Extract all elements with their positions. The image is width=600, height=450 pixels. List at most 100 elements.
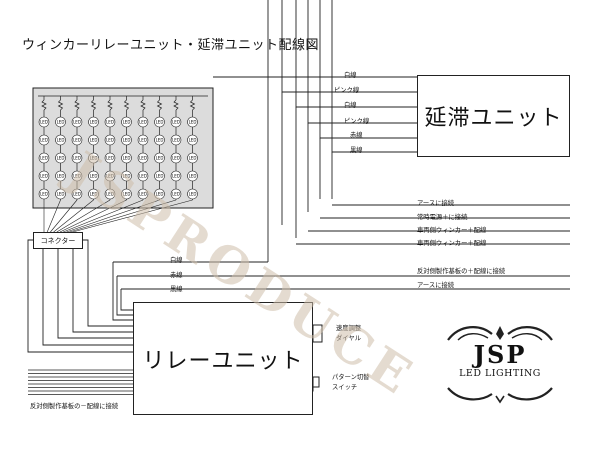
- connector-fan-wire: [56, 199, 111, 233]
- relay-right-label-plus: 反対側製作基板の＋配線に接続: [417, 268, 506, 275]
- led-icon: [137, 170, 149, 182]
- speed-dial-shape: [312, 324, 323, 343]
- led-label: LED: [123, 174, 131, 179]
- led-label: LED: [156, 174, 164, 179]
- delay-wire-label-5: 赤線: [350, 132, 363, 139]
- led-label: LED: [123, 120, 131, 125]
- connector-to-relay-1: [27, 239, 133, 353]
- led-icon: [121, 170, 132, 182]
- led-icon: [38, 170, 50, 182]
- led-label: LED: [90, 174, 98, 179]
- led-icon: [104, 134, 116, 146]
- connector-fan-wire: [63, 199, 144, 233]
- led-label: LED: [90, 120, 98, 125]
- led-label: LED: [156, 120, 164, 125]
- logo-name: JSP: [473, 340, 527, 369]
- led-icon: [71, 116, 83, 128]
- led-label: LED: [73, 156, 81, 161]
- led-icon: [187, 152, 198, 164]
- led-icon: [88, 134, 99, 146]
- led-icon: [88, 188, 99, 200]
- led-icon: [170, 170, 182, 182]
- led-label: LED: [40, 174, 48, 179]
- relay-wire-label-black: 黒線: [170, 286, 183, 293]
- connector-to-relay-2: [42, 249, 133, 346]
- led-label: LED: [172, 138, 180, 143]
- delay-wire-label-2: ピンク線: [334, 87, 360, 94]
- delay-unit-label: 延滞ユニット: [424, 106, 563, 131]
- led-label: LED: [106, 192, 114, 197]
- led-icon: [38, 152, 50, 164]
- led-label: LED: [172, 120, 180, 125]
- connector-fan-wire: [72, 199, 193, 233]
- right-label-winker-2: 車両側ウィンカー＋配線: [417, 240, 487, 247]
- led-icon: [55, 170, 66, 182]
- led-board: [32, 87, 214, 209]
- relay-unit-box: リレーユニット: [133, 302, 313, 415]
- connector-fan-wire: [46, 199, 61, 233]
- led-icon: [187, 170, 198, 182]
- resistor-icon: [107, 99, 113, 111]
- led-icon: [187, 116, 198, 128]
- right-label-power: 常時電源＋に接続: [417, 214, 468, 221]
- connector-fan-wire: [69, 199, 177, 233]
- delay-wire-label-4: ピンク線: [344, 118, 370, 125]
- resistor-icon: [189, 99, 196, 111]
- connector-box: コネクター: [33, 232, 83, 249]
- led-label: LED: [106, 120, 114, 125]
- led-icon: [55, 188, 66, 200]
- led-icon: [104, 170, 116, 182]
- delay-wire-label-1: 白線: [344, 72, 357, 79]
- connector-to-relay-4: [72, 249, 133, 333]
- led-icon: [104, 152, 116, 164]
- led-label: LED: [139, 174, 147, 179]
- right-label-earth: アースに接続: [417, 200, 455, 207]
- led-icon: [88, 116, 99, 128]
- led-icon: [88, 152, 99, 164]
- pattern-switch-shape: [312, 376, 320, 388]
- diagram-title: ウィンカーリレーユニット・延滞ユニット配線図: [22, 38, 320, 53]
- led-label: LED: [156, 138, 164, 143]
- speed-dial-label-2: ダイヤル: [336, 335, 361, 342]
- led-label: LED: [57, 138, 65, 143]
- relay-wire-red-drop: [116, 276, 133, 316]
- led-icon: [187, 134, 198, 146]
- delay-wire: [267, 0, 417, 78]
- resistor-icon: [41, 99, 47, 111]
- led-label: LED: [90, 138, 98, 143]
- led-label: LED: [139, 192, 147, 197]
- led-icon: [137, 188, 149, 200]
- connector-fan-wire: [59, 199, 127, 233]
- led-label: LED: [172, 192, 180, 197]
- led-label: LED: [123, 156, 131, 161]
- led-label: LED: [40, 120, 48, 125]
- led-icon: [121, 152, 132, 164]
- delay-wire-label-6: 黒線: [350, 147, 363, 154]
- led-icon: [154, 134, 165, 146]
- led-icon: [170, 188, 182, 200]
- relay-unit-label: リレーユニット: [142, 348, 304, 374]
- led-label: LED: [57, 192, 65, 197]
- right-label-winker-1: 車両側ウィンカー＋配線: [417, 227, 487, 234]
- led-label: LED: [73, 120, 81, 125]
- led-label: LED: [139, 138, 147, 143]
- led-icon: [154, 188, 165, 200]
- led-icon: [38, 134, 50, 146]
- speed-dial-label-1: 速度調整: [336, 325, 362, 332]
- led-icon: [121, 134, 132, 146]
- led-icon: [38, 116, 50, 128]
- resistor-icon: [140, 99, 146, 111]
- led-icon: [137, 152, 149, 164]
- led-icon: [104, 188, 116, 200]
- resistor-icon: [156, 99, 163, 111]
- led-icon: [170, 152, 182, 164]
- led-icon: [71, 170, 83, 182]
- led-label: LED: [156, 192, 164, 197]
- led-icon: [71, 188, 83, 200]
- led-label: LED: [106, 174, 114, 179]
- led-icon: [71, 152, 83, 164]
- led-label: LED: [40, 192, 48, 197]
- led-icon: [137, 116, 149, 128]
- connector-fan-wire: [50, 199, 78, 233]
- resistor-icon: [74, 99, 80, 111]
